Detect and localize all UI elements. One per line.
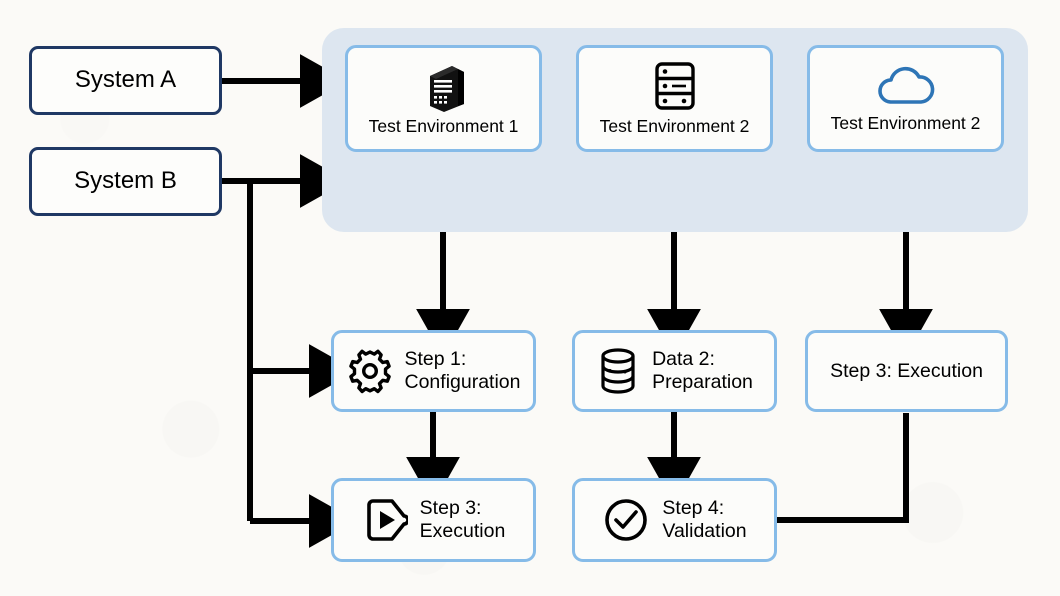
test-environment-3-label: Test Environment 2 [830,113,981,134]
system-a-box[interactable]: System A [29,46,222,115]
server-tower-icon [418,60,470,113]
step-4-validation-box[interactable]: Step 4: Validation [572,478,777,562]
data-2-preparation-box[interactable]: Data 2: Preparation [572,330,777,412]
system-a-label: System A [74,66,177,94]
system-b-label: System B [74,167,177,195]
database-icon [596,346,640,396]
step-1-configuration-box[interactable]: Step 1: Configuration [331,330,536,412]
data-2-preparation-label: Data 2: Preparation [652,348,753,393]
test-environment-1-box[interactable]: Test Environment 1 [345,45,542,152]
test-environment-2-box[interactable]: Test Environment 2 [576,45,773,152]
connector-step4-to-step3-execution [776,413,909,523]
server-rack-icon [651,60,699,112]
test-environment-1-label: Test Environment 1 [368,116,519,137]
step-4-validation-label: Step 4: Validation [662,497,747,542]
step-3-execution-box[interactable]: Step 3: Execution [331,478,536,562]
step-1-configuration-label: Step 1: Configuration [404,348,521,393]
step-3-execution-top-box[interactable]: Step 3: Execution [805,330,1008,412]
step-3-execution-top-label: Step 3: Execution [830,359,983,382]
check-circle-icon [602,496,650,544]
test-environment-3-box[interactable]: Test Environment 2 [807,45,1004,152]
step-3-execution-label: Step 3: Execution [419,497,506,542]
connector-system-b-branches [222,154,357,548]
test-environment-2-label: Test Environment 2 [599,116,750,137]
gear-icon [347,348,393,394]
system-b-box[interactable]: System B [29,147,222,216]
cloud-icon [874,63,938,109]
play-button-icon [362,497,410,543]
